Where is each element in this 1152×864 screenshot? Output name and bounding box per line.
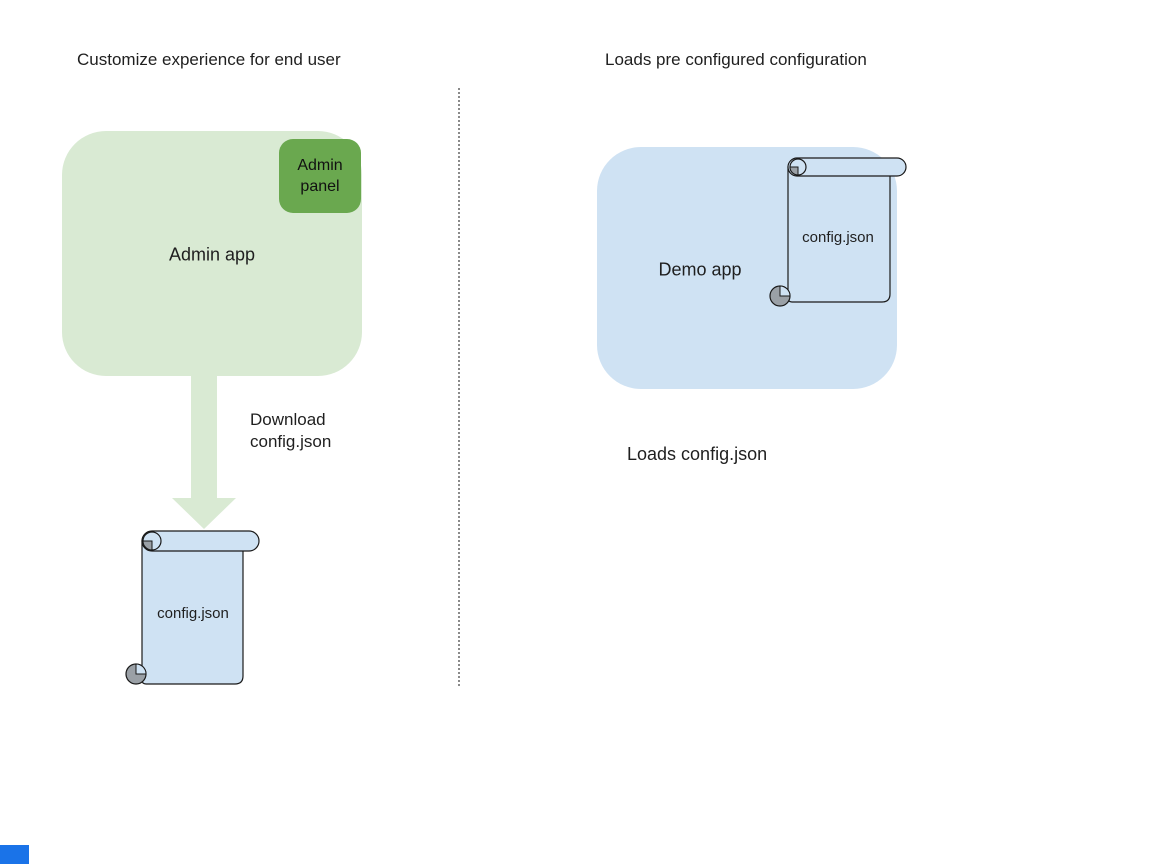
blue-corner-square (0, 845, 29, 864)
section-divider (458, 88, 460, 686)
admin-panel-badge: Admin panel (279, 139, 361, 213)
admin-panel-badge-label: Admin panel (297, 157, 343, 195)
left-section-title: Customize experience for end user (77, 50, 341, 69)
demo-app-label: Demo app (658, 259, 742, 280)
download-caption: Download config.json (250, 409, 331, 453)
download-caption-line2: config.json (250, 432, 332, 451)
admin-app-label: Admin app (168, 244, 256, 265)
download-arrow-icon (172, 373, 236, 529)
download-caption-line1: Download (250, 410, 326, 429)
left-scroll-label: config.json (157, 605, 229, 622)
config-scroll-icon-left: config.json (125, 530, 260, 685)
loads-caption: Loads config.json (627, 444, 768, 464)
config-scroll-icon-right: config.json (769, 157, 907, 307)
right-scroll-label: config.json (802, 229, 874, 246)
right-section-title: Loads pre configured configuration (605, 50, 867, 69)
